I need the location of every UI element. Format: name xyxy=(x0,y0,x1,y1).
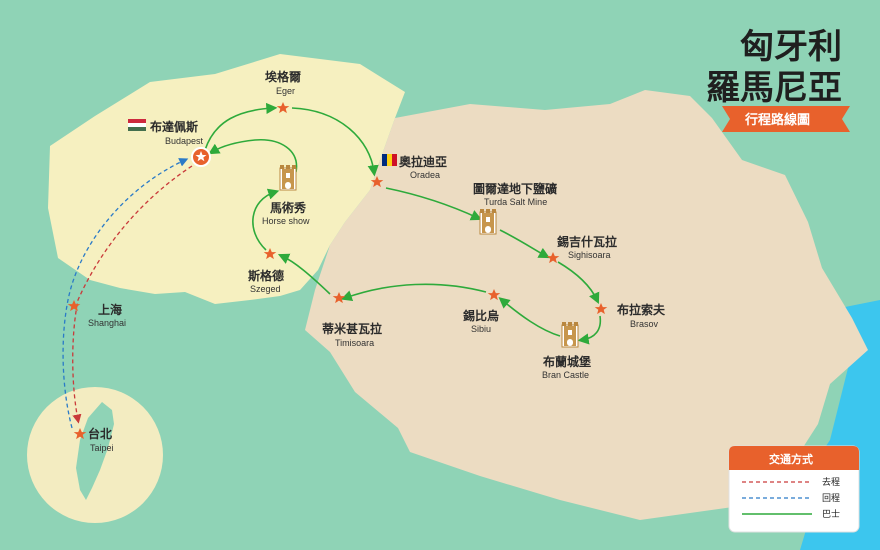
label-turda-en: Turda Salt Mine xyxy=(484,197,547,207)
label-timisoara-en: Timisoara xyxy=(335,338,374,348)
bus-sighisoara-brasov xyxy=(557,261,600,305)
budapest-marker xyxy=(191,147,211,167)
label-eger-en: Eger xyxy=(276,86,295,96)
outbound-flight-route xyxy=(72,165,193,424)
label-shanghai-zh: 上海 xyxy=(98,302,122,317)
label-horseshow-zh: 馬術秀 xyxy=(270,200,307,215)
castle-tower-icon xyxy=(479,208,497,235)
bus-szeged-horseshow xyxy=(252,188,280,251)
label-sighisoara-en: Sighisoara xyxy=(568,250,611,260)
label-horseshow-en: Horse show xyxy=(262,216,310,226)
label-sibiu-en: Sibiu xyxy=(471,324,491,334)
label-szeged-zh: 斯格德 xyxy=(248,268,284,283)
taiwan-island xyxy=(76,402,114,500)
label-budapest-zh: 布達佩斯 xyxy=(150,119,198,134)
star-icon xyxy=(195,151,207,162)
label-timisoara-zh: 蒂米甚瓦拉 xyxy=(322,321,382,336)
label-taipei-zh: 台北 xyxy=(88,426,112,441)
castle-tower-icon xyxy=(561,321,579,348)
label-oradea-zh: 奧拉迪亞 xyxy=(398,154,447,169)
bus-eger-oradea xyxy=(291,107,379,177)
label-turda-zh: 圖爾達地下鹽礦 xyxy=(473,181,557,196)
label-oradea-en: Oradea xyxy=(410,170,440,180)
bus-routes xyxy=(204,102,602,345)
legend: 交通方式 去程 回程 巴士 xyxy=(728,445,860,533)
hungary-region xyxy=(48,54,405,304)
romania-region xyxy=(305,90,868,520)
label-szeged-en: Szeged xyxy=(250,284,281,294)
return-flight-route xyxy=(62,158,189,429)
legend-label-outbound: 去程 xyxy=(822,476,840,488)
legend-label-return: 回程 xyxy=(822,493,840,504)
label-eger-zh: 埃格爾 xyxy=(265,69,301,84)
bus-sibiu-timisoara xyxy=(340,283,487,302)
title-line1: 匈牙利 xyxy=(740,27,842,67)
label-sighisoara-zh: 錫吉什瓦拉 xyxy=(557,234,617,249)
hungary-flag-icon xyxy=(128,119,146,131)
label-shanghai-en: Shanghai xyxy=(88,318,126,328)
label-brasov-zh: 布拉索夫 xyxy=(617,302,666,317)
castle-tower-icon xyxy=(279,164,297,191)
label-brasov-en: Brasov xyxy=(630,319,659,329)
bus-oradea-turda xyxy=(385,187,483,221)
label-bran-en: Bran Castle xyxy=(542,370,589,380)
bus-horseshow-budapest xyxy=(208,139,298,173)
legend-label-bus: 巴士 xyxy=(822,508,840,520)
bus-timisoara-szeged xyxy=(277,253,331,295)
label-taipei-en: Taipei xyxy=(90,443,114,453)
label-bran-zh: 布蘭城堡 xyxy=(543,354,591,369)
bus-turda-sighisoara xyxy=(499,229,550,259)
legend-title: 交通方式 xyxy=(769,452,813,466)
bus-budapest-eger xyxy=(204,102,278,151)
subtitle-text: 行程路線圖 xyxy=(744,112,810,128)
bus-bran-sibiu xyxy=(498,297,561,337)
title-line2: 羅馬尼亞 xyxy=(706,68,842,108)
romania-flag-icon xyxy=(382,154,397,166)
subtitle-ribbon: 行程路線圖 xyxy=(722,106,850,132)
bus-brasov-bran xyxy=(577,315,602,345)
label-budapest-en: Budapest xyxy=(165,136,204,146)
label-sibiu-zh: 錫比烏 xyxy=(463,308,499,323)
